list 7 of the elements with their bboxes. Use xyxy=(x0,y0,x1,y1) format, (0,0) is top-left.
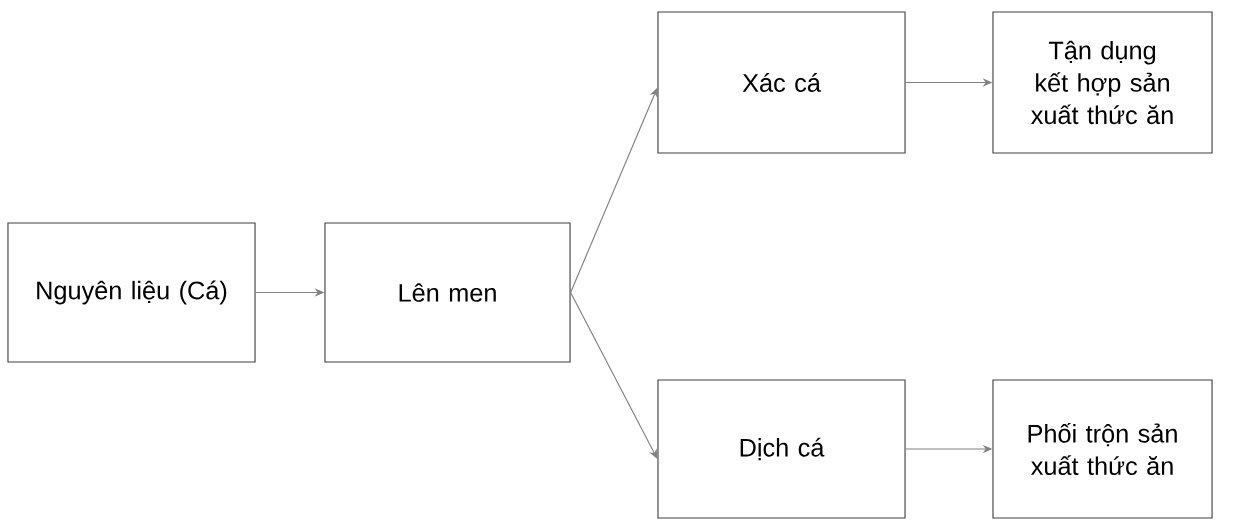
process-box: Nguyên liệu (Cá) xyxy=(7,222,256,363)
process-box: Tận dụng kết hợp sản xuất thức ăn xyxy=(992,11,1213,154)
process-box: Xác cá xyxy=(657,11,906,154)
arrow xyxy=(570,291,658,459)
process-box: Phối trộn sản xuất thức ăn xyxy=(992,379,1213,519)
process-box: Lên men xyxy=(324,222,571,363)
process-box: Dịch cá xyxy=(657,379,906,519)
